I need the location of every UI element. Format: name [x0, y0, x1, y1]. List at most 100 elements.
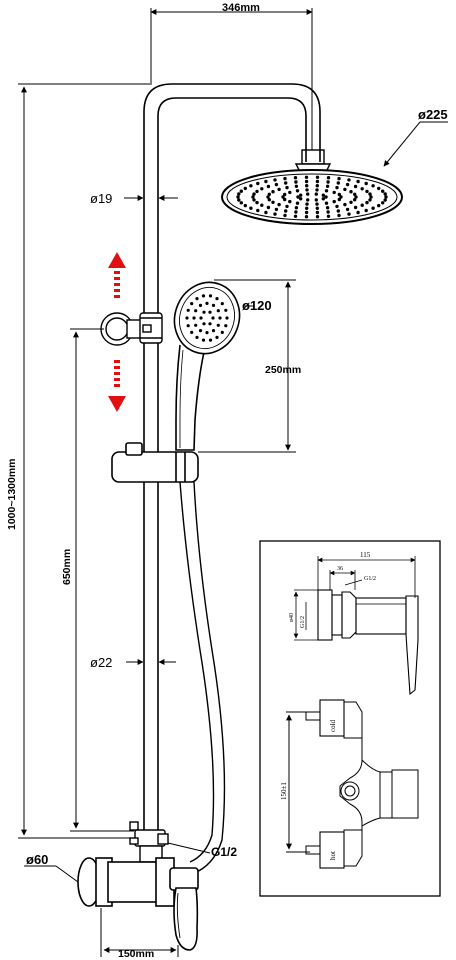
total-height-dimension — [18, 83, 150, 839]
head-nozzle — [383, 198, 387, 202]
head-nozzle — [294, 210, 298, 214]
hand-nozzle — [198, 329, 203, 333]
head-nozzle — [371, 206, 375, 210]
hand-nozzle — [201, 294, 206, 298]
head-nozzle — [365, 200, 369, 205]
head-nozzle — [239, 201, 243, 205]
head-nozzle — [288, 190, 292, 195]
head-nozzle — [349, 190, 353, 194]
head-nozzle — [304, 215, 309, 219]
head-nozzle — [360, 187, 364, 191]
head-nozzle — [266, 184, 271, 189]
head-nozzle — [336, 209, 340, 213]
head-nozzle — [251, 195, 255, 199]
top-width-dimension — [150, 8, 313, 150]
red-up-arrow — [108, 252, 126, 298]
head-nozzle — [360, 203, 364, 207]
head-nozzle — [306, 192, 310, 196]
head-nozzle — [383, 192, 387, 196]
head-nozzle — [353, 198, 357, 202]
head-nozzle — [249, 206, 253, 210]
centers-label: 150mm — [118, 948, 154, 960]
riser-pipe — [143, 83, 321, 845]
hand-nozzle — [224, 324, 228, 328]
head-nozzle — [337, 192, 341, 197]
hand-nozzle — [202, 310, 206, 314]
head-nozzle — [294, 184, 299, 188]
head-nozzle — [260, 203, 264, 207]
head-nozzle — [264, 179, 268, 184]
head-nozzle — [305, 184, 309, 188]
pipe-lower-diameter-label: ø22 — [90, 655, 112, 670]
head-nozzle — [326, 176, 331, 180]
head-nozzle — [336, 181, 340, 185]
head-nozzle — [349, 200, 353, 204]
inset-thread: G1/2 — [364, 576, 376, 582]
inset-side-thread: G1/2 — [300, 616, 306, 628]
head-nozzle — [260, 187, 264, 191]
head-nozzle — [295, 189, 300, 193]
hand-nozzle — [215, 297, 219, 301]
head-nozzle — [315, 175, 320, 179]
slide-height-label: 650mm — [61, 549, 73, 585]
head-nozzle — [293, 214, 298, 218]
head-nozzle — [274, 182, 279, 187]
head-nozzle — [324, 189, 329, 193]
inset-front-view — [286, 699, 419, 869]
hand-nozzle — [199, 316, 203, 320]
head-nozzle — [237, 198, 241, 202]
head-nozzle — [321, 193, 325, 197]
head-nozzle — [284, 209, 288, 213]
head-nozzle — [371, 184, 375, 188]
hand-nozzle — [205, 331, 209, 335]
head-nozzle — [271, 200, 275, 204]
head-nozzle — [315, 206, 319, 210]
head-nozzle — [356, 179, 360, 184]
detail-inset: 115 36 G1/2 ø40 G1/2 cold hot — [259, 540, 441, 897]
head-nozzle — [315, 210, 320, 215]
hand-nozzle — [186, 324, 190, 328]
hand-nozzle — [195, 297, 199, 301]
head-nozzle — [315, 215, 320, 219]
hand-shower-length-label: 250mm — [265, 364, 301, 376]
head-nozzle — [314, 192, 318, 196]
head-nozzle — [283, 192, 287, 197]
head-nozzle — [285, 204, 289, 209]
head-nozzle — [314, 198, 318, 202]
head-nozzle — [315, 179, 320, 184]
wall-flange-leader — [55, 865, 79, 883]
head-nozzle — [343, 187, 347, 192]
head-nozzle — [332, 190, 336, 195]
inset-width-total: 115 — [360, 551, 371, 559]
head-nozzle — [321, 197, 325, 201]
height-adjust-arrows — [108, 252, 126, 412]
head-nozzle — [343, 202, 347, 207]
head-nozzle — [304, 179, 309, 184]
head-nozzle — [368, 192, 372, 196]
head-nozzle — [305, 202, 309, 206]
head-nozzle — [325, 184, 330, 188]
head-nozzle — [256, 208, 260, 213]
hand-nozzle — [211, 329, 216, 333]
hand-nozzle — [185, 316, 189, 320]
outlet-thread-leader — [167, 842, 211, 854]
head-nozzle — [324, 201, 329, 205]
head-nozzle — [337, 176, 341, 181]
head-diameter-leader — [383, 121, 421, 167]
head-nozzle — [381, 201, 385, 205]
head-nozzle — [326, 180, 330, 184]
head-nozzle — [288, 199, 292, 204]
head-nozzle — [277, 187, 281, 192]
inset-label-hot: hot — [329, 851, 337, 860]
hand-nozzle — [211, 316, 215, 320]
wall-flange-diameter-label: ø60 — [26, 852, 48, 867]
hand-nozzle — [190, 302, 194, 306]
hand-nozzle — [208, 294, 213, 298]
hand-nozzle — [195, 335, 199, 339]
hand-nozzle — [208, 322, 212, 326]
hand-nozzle — [186, 308, 190, 312]
inset-width-partial: 36 — [337, 566, 343, 572]
head-nozzle — [335, 204, 339, 209]
head-nozzle — [356, 210, 360, 215]
